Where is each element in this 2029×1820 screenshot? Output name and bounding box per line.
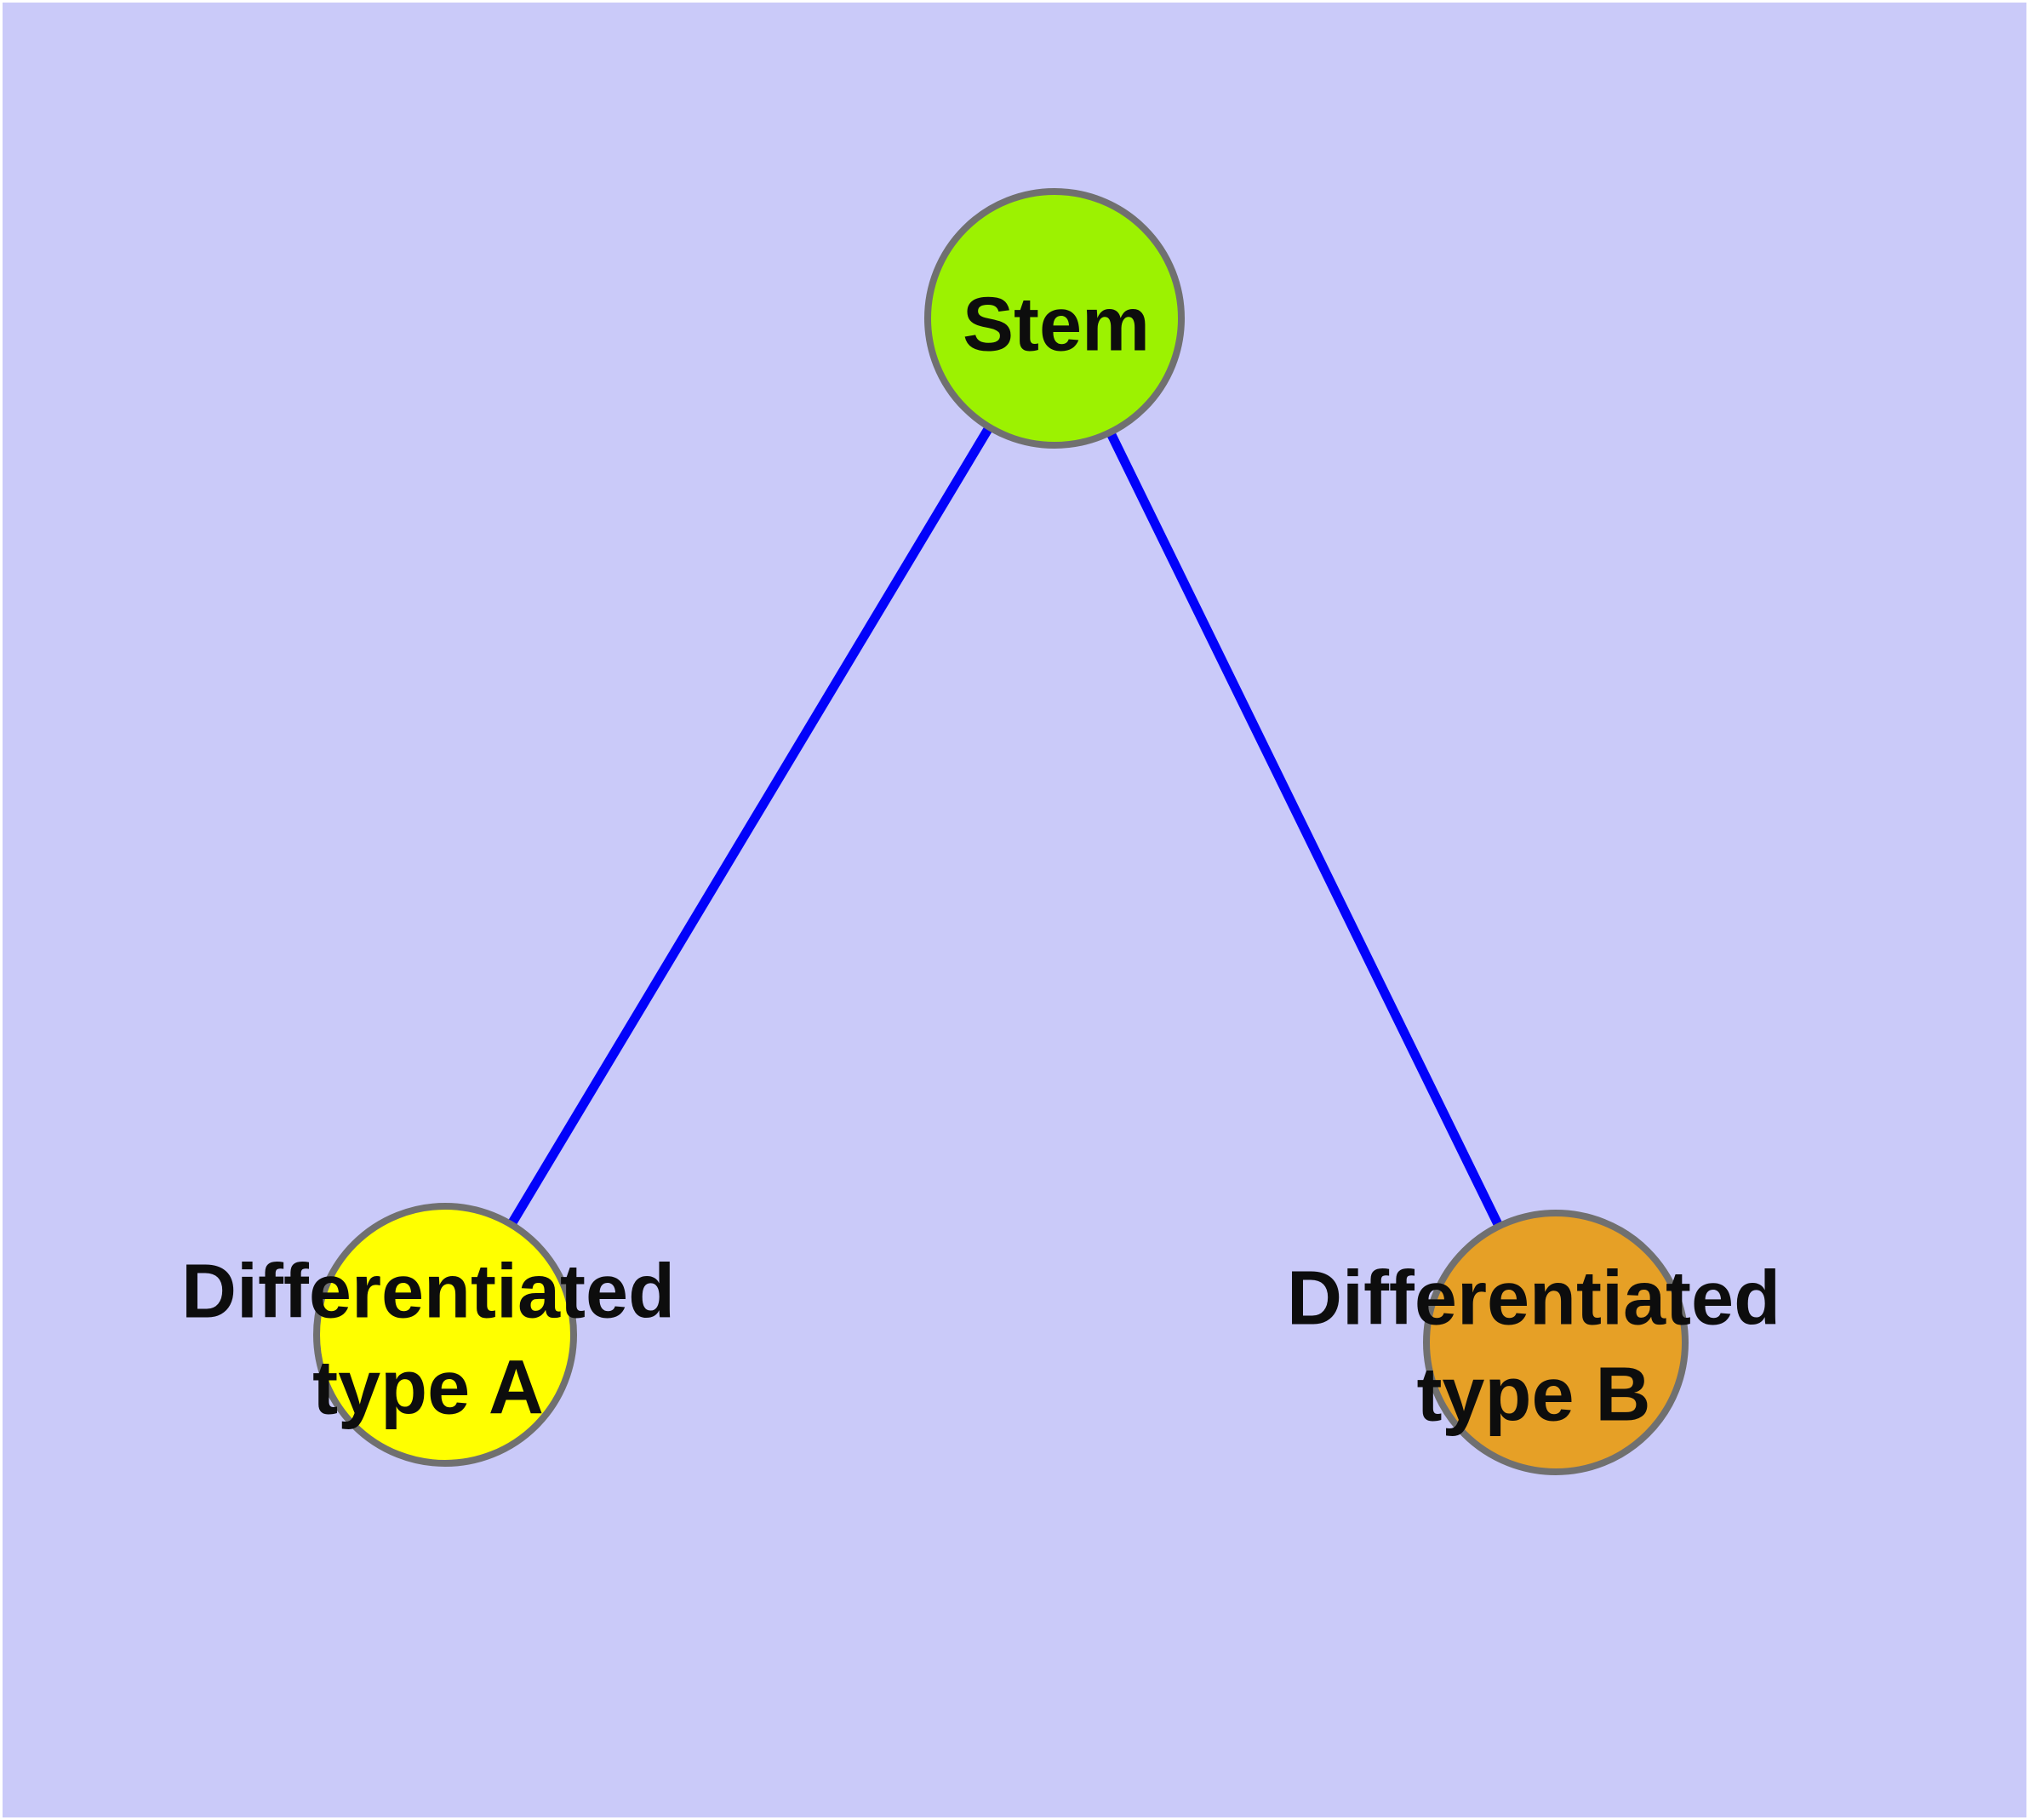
node-stem-label: Stem <box>962 282 1151 368</box>
node-differentiated-type-a-circle <box>313 1203 577 1467</box>
node-differentiated-type-a-label: Differentiated type A <box>180 1249 676 1431</box>
node-differentiated-type-b-circle <box>1423 1210 1689 1475</box>
node-differentiated-type-b-label: Differentiated type B <box>1286 1256 1781 1438</box>
edge-stem-to-type-b <box>1050 316 1560 1345</box>
node-stem-circle <box>924 188 1185 449</box>
edge-stem-to-type-a <box>441 316 1059 1337</box>
graph-svg <box>313 188 1689 1475</box>
